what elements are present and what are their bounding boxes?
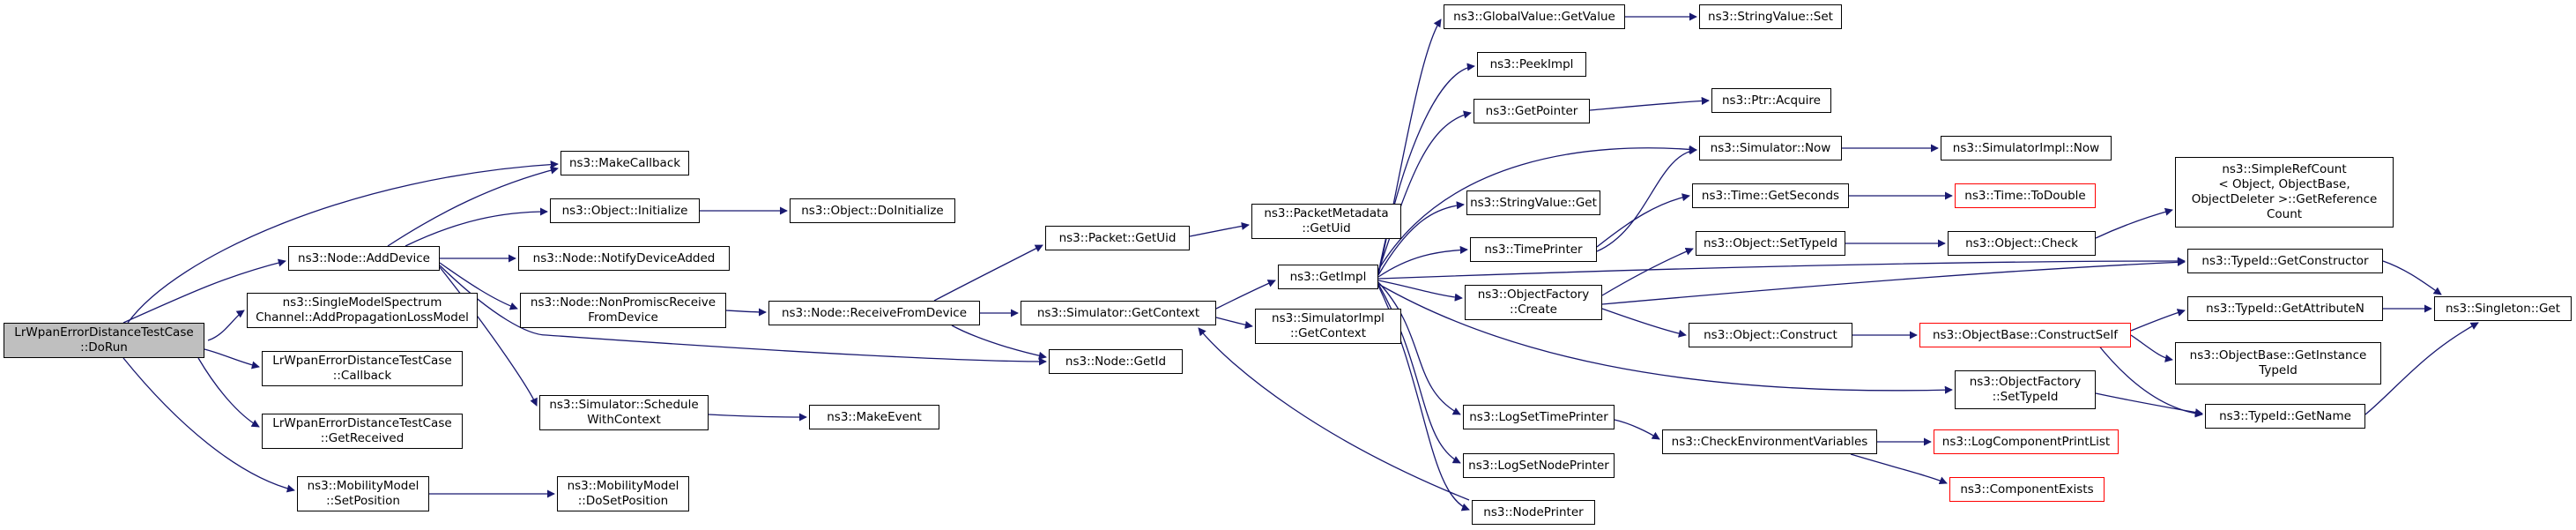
node-peek-impl[interactable]: ns3::PeekImpl bbox=[1477, 52, 1586, 77]
call-edge bbox=[708, 413, 807, 422]
call-edge bbox=[1614, 419, 1660, 440]
call-edge bbox=[207, 310, 245, 341]
call-edge bbox=[1377, 245, 1468, 278]
call-edge bbox=[1377, 201, 1465, 276]
node-test-callback[interactable]: LrWpanErrorDistanceTestCase ::Callback bbox=[262, 351, 463, 386]
call-edge bbox=[2130, 334, 2173, 362]
call-edge bbox=[2095, 207, 2173, 239]
call-edge bbox=[2382, 260, 2442, 295]
node-time-to-double[interactable]: ns3::Time::ToDouble bbox=[1955, 183, 2096, 208]
node-time-get-seconds[interactable]: ns3::Time::GetSeconds bbox=[1692, 183, 1849, 208]
node-check-environment-variables[interactable]: ns3::CheckEnvironmentVariables bbox=[1662, 429, 1877, 454]
call-edge bbox=[1189, 221, 1250, 237]
node-log-set-time-printer[interactable]: ns3::LogSetTimePrinter bbox=[1463, 405, 1615, 429]
call-edge bbox=[1601, 258, 2186, 305]
node-schedule-with-context[interactable]: ns3::Simulator::Schedule WithContext bbox=[539, 395, 709, 430]
call-edge bbox=[1589, 96, 1710, 111]
call-edge bbox=[1596, 146, 1697, 252]
node-type-id-get-constructor[interactable]: ns3::TypeId::GetConstructor bbox=[2187, 249, 2383, 273]
call-edge bbox=[1601, 308, 1687, 338]
node-construct-self[interactable]: ns3::ObjectBase::ConstructSelf bbox=[1919, 323, 2131, 347]
call-edge bbox=[127, 160, 559, 324]
call-edge bbox=[2097, 343, 2203, 418]
call-edge bbox=[951, 325, 1047, 360]
node-simulator-impl-now[interactable]: ns3::SimulatorImpl::Now bbox=[1941, 136, 2112, 160]
call-edge bbox=[933, 244, 1043, 302]
call-edge bbox=[2095, 392, 2203, 417]
node-get-impl[interactable]: ns3::GetImpl bbox=[1278, 265, 1378, 289]
node-ptr-acquire[interactable]: ns3::Ptr::Acquire bbox=[1711, 88, 1831, 113]
node-object-factory-set-type-id[interactable]: ns3::ObjectFactory ::SetTypeId bbox=[1955, 370, 2096, 409]
call-edge bbox=[1377, 283, 1953, 394]
call-edge bbox=[1850, 453, 1948, 485]
node-make-event[interactable]: ns3::MakeEvent bbox=[809, 405, 939, 429]
node-get-pointer[interactable]: ns3::GetPointer bbox=[1474, 99, 1590, 123]
call-edge bbox=[1215, 280, 1276, 310]
node-component-exists[interactable]: ns3::ComponentExists bbox=[1949, 477, 2105, 502]
node-simulator-now[interactable]: ns3::Simulator::Now bbox=[1699, 136, 1842, 160]
node-string-value-set[interactable]: ns3::StringValue::Set bbox=[1699, 4, 1842, 29]
call-edge bbox=[387, 166, 559, 247]
call-edge bbox=[2364, 322, 2479, 415]
call-edge bbox=[439, 262, 518, 310]
call-edge bbox=[1596, 193, 1690, 248]
node-node-printer[interactable]: ns3::NodePrinter bbox=[1472, 500, 1595, 525]
node-non-promisc-receive[interactable]: ns3::Node::NonPromiscReceive FromDevice bbox=[520, 293, 726, 328]
call-edge bbox=[1215, 317, 1253, 330]
node-global-value-get-value[interactable]: ns3::GlobalValue::GetValue bbox=[1444, 4, 1625, 29]
call-edge bbox=[1377, 145, 1697, 271]
call-edge bbox=[1377, 281, 1461, 415]
node-test-get-received[interactable]: LrWpanErrorDistanceTestCase ::GetReceive… bbox=[262, 414, 463, 449]
node-root: LrWpanErrorDistanceTestCase ::DoRun bbox=[4, 323, 204, 358]
node-mobility-set-position[interactable]: ns3::MobilityModel ::SetPosition bbox=[297, 476, 429, 511]
node-packet-metadata-get-uid[interactable]: ns3::PacketMetadata ::GetUid bbox=[1251, 204, 1401, 239]
node-time-printer[interactable]: ns3::TimePrinter bbox=[1470, 237, 1597, 262]
call-edge bbox=[439, 265, 1047, 366]
node-object-base-get-instance-type-id[interactable]: ns3::ObjectBase::GetInstance TypeId bbox=[2175, 342, 2381, 384]
node-type-id-get-attribute-n[interactable]: ns3::TypeId::GetAttributeN bbox=[2187, 296, 2383, 321]
call-edge bbox=[439, 266, 538, 407]
call-edge bbox=[1601, 247, 1694, 296]
node-object-check[interactable]: ns3::Object::Check bbox=[1948, 231, 2096, 256]
node-singleton-get[interactable]: ns3::Singleton::Get bbox=[2434, 296, 2572, 321]
node-mobility-do-set-position[interactable]: ns3::MobilityModel ::DoSetPosition bbox=[557, 476, 689, 511]
node-simulator-impl-get-context[interactable]: ns3::SimulatorImpl ::GetContext bbox=[1255, 309, 1401, 344]
call-edge bbox=[405, 207, 548, 247]
node-simple-ref-count[interactable]: ns3::SimpleRefCount < Object, ObjectBase… bbox=[2175, 157, 2394, 228]
call-edge bbox=[2130, 309, 2186, 332]
node-object-do-initialize[interactable]: ns3::Object::DoInitialize bbox=[790, 198, 955, 223]
node-log-set-node-printer[interactable]: ns3::LogSetNodePrinter bbox=[1463, 453, 1615, 478]
call-edge bbox=[122, 357, 295, 493]
call-edge bbox=[197, 357, 260, 428]
node-node-add-device[interactable]: ns3::Node::AddDevice bbox=[288, 246, 440, 271]
node-object-construct[interactable]: ns3::Object::Construct bbox=[1689, 323, 1852, 347]
call-edge bbox=[1377, 280, 1463, 302]
node-node-get-id[interactable]: ns3::Node::GetId bbox=[1049, 349, 1183, 374]
call-edge bbox=[1198, 327, 1470, 501]
node-simulator-get-context[interactable]: ns3::Simulator::GetContext bbox=[1021, 301, 1216, 325]
node-object-factory-create[interactable]: ns3::ObjectFactory ::Create bbox=[1465, 285, 1602, 320]
node-string-value-get[interactable]: ns3::StringValue::Get bbox=[1466, 190, 1600, 215]
node-make-callback[interactable]: ns3::MakeCallback bbox=[560, 151, 689, 175]
node-notify-device-added[interactable]: ns3::Node::NotifyDeviceAdded bbox=[518, 246, 730, 271]
node-object-initialize[interactable]: ns3::Object::Initialize bbox=[550, 198, 700, 223]
call-edge bbox=[122, 258, 286, 324]
node-type-id-get-name[interactable]: ns3::TypeId::GetName bbox=[2205, 404, 2365, 429]
node-spectrum-channel[interactable]: ns3::SingleModelSpectrum Channel::AddPro… bbox=[247, 293, 478, 328]
node-receive-from-device[interactable]: ns3::Node::ReceiveFromDevice bbox=[768, 301, 980, 325]
node-log-component-print-list[interactable]: ns3::LogComponentPrintList bbox=[1934, 429, 2119, 454]
node-packet-get-uid[interactable]: ns3::Packet::GetUid bbox=[1045, 226, 1190, 250]
call-edge bbox=[1377, 63, 1475, 274]
call-edge bbox=[725, 308, 767, 317]
node-object-get-type-id[interactable]: ns3::Object::SetTypeId bbox=[1696, 231, 1845, 256]
call-edge bbox=[204, 348, 260, 370]
call-edge bbox=[1377, 257, 2186, 280]
